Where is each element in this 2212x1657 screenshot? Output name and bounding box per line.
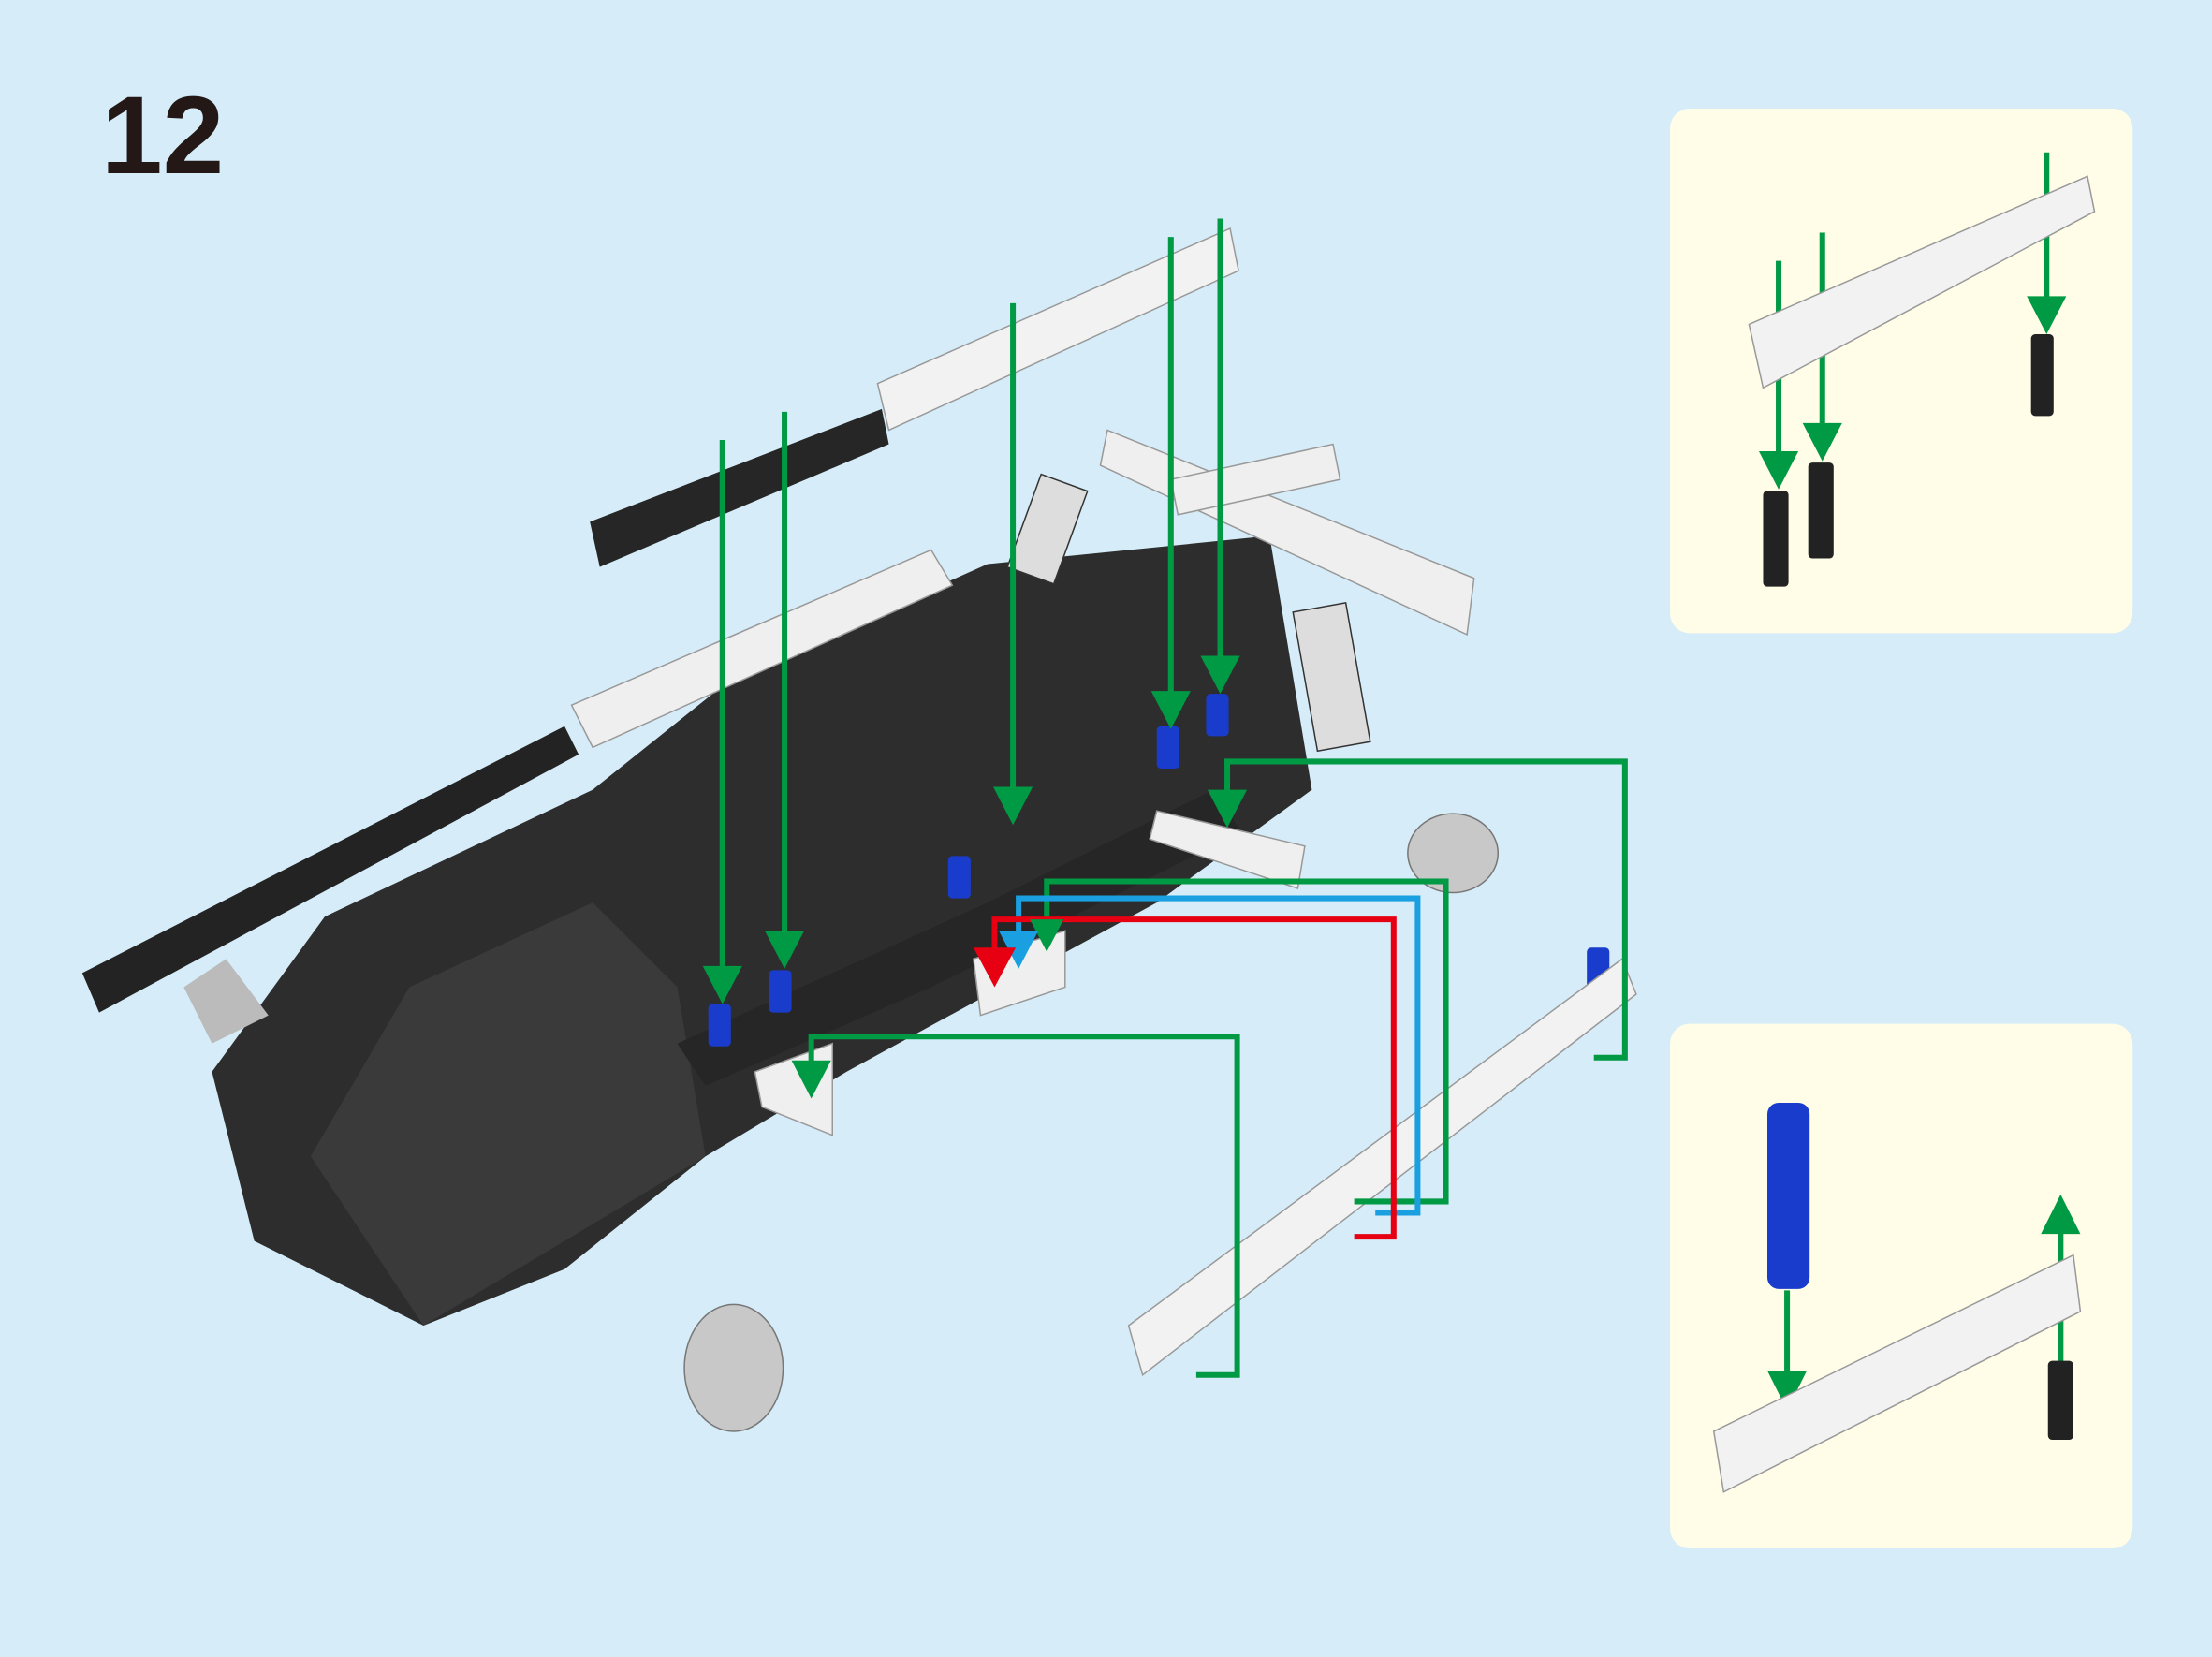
black-beam xyxy=(590,408,889,567)
axle-hub xyxy=(1407,813,1500,894)
arrow-blue xyxy=(1016,895,1421,1216)
blue-pin xyxy=(947,856,971,899)
blue-pin xyxy=(1206,694,1229,737)
callout-bottom-white-beam xyxy=(1712,1254,2082,1493)
black-pin xyxy=(2047,1360,2073,1441)
black-pin xyxy=(1808,462,1834,559)
black-pin xyxy=(1763,491,1789,587)
blue-long-pin xyxy=(1766,1102,1810,1289)
blue-pin xyxy=(708,1004,731,1047)
step-number: 12 xyxy=(101,74,225,198)
white-beam-top xyxy=(876,227,1239,432)
blue-pin xyxy=(1156,726,1179,769)
arrow-red xyxy=(991,916,1397,1240)
white-beam-right xyxy=(1127,958,1637,1376)
axle-hub xyxy=(683,1303,784,1432)
blue-pin xyxy=(769,970,792,1013)
chassis-assembly xyxy=(81,429,1610,1432)
callout-top-white-beam xyxy=(1748,175,2096,389)
arrowheads xyxy=(702,296,2081,1411)
black-pin xyxy=(2030,334,2054,417)
